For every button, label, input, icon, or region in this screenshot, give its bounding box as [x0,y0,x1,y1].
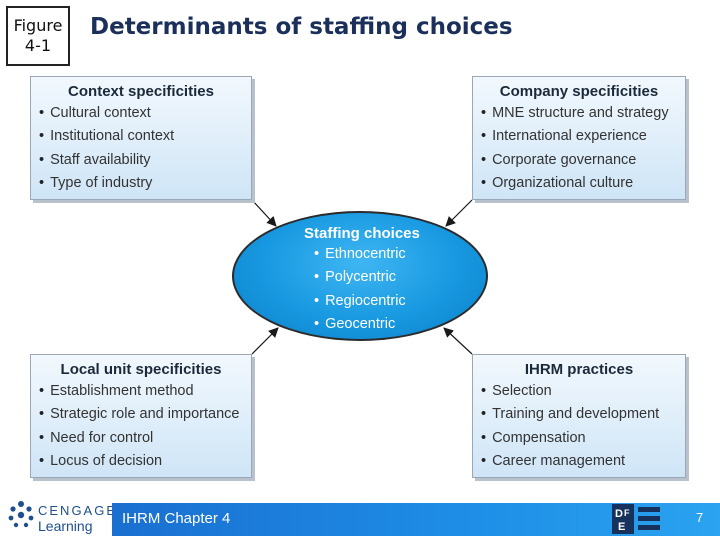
staffing-choices-ellipse: Staffing choices Ethnocentric Polycentri… [232,211,488,341]
list-item: MNE structure and strategy [481,102,677,125]
arrow-local [251,327,279,355]
list-item: Locus of decision [39,450,243,473]
bullet-list: Cultural context Institutional context S… [39,102,243,195]
logo-wordmark-top: CENGAGE [38,503,118,518]
bullet-list: Ethnocentric Polycentric Regiocentric Ge… [298,243,420,336]
list-item: Compensation [481,427,677,450]
ihrm-practices-box: IHRM practices Selection Training and de… [472,354,686,478]
list-item: International experience [481,125,677,148]
footer-chapter-label: IHRM Chapter 4 [122,510,231,527]
context-specificities-box: Context specificities Cultural context I… [30,76,252,200]
list-item: Regiocentric [314,290,420,313]
df-letter-e: E [618,521,625,533]
arrow-context [251,199,277,227]
box-heading: Company specificities [499,83,659,100]
list-item: Selection [481,380,677,403]
list-item: Polycentric [314,266,420,289]
df-letter-f: F [624,508,630,518]
cengage-learning-logo: CENGAGE Learning [8,500,115,538]
arrow-company [445,199,473,227]
ellipse-heading: Staffing choices [304,225,420,242]
list-item: Ethnocentric [314,243,420,266]
figure-label-word: Figure [13,16,63,35]
figure-label-number: 4-1 [24,36,52,55]
page-number: 7 [696,510,704,525]
bullet-list: MNE structure and strategy International… [481,102,677,195]
arrow-ihrm [443,327,473,355]
company-specificities-box: Company specificities MNE structure and … [472,76,686,200]
list-item: Strategic role and importance [39,403,243,426]
list-item: Organizational culture [481,172,677,195]
figure-label: Figure 4-1 [6,6,70,66]
list-item: Establishment method [39,380,243,403]
list-item: Training and development [481,403,677,426]
list-item: Institutional context [39,125,243,148]
list-item: Need for control [39,427,243,450]
logo-wordmark-bottom: Learning [38,518,93,534]
cengage-star-icon [8,501,34,528]
box-heading: IHRM practices [524,361,634,378]
list-item: Type of industry [39,172,243,195]
bullet-list: Establishment method Strategic role and … [39,380,243,473]
local-unit-specificities-box: Local unit specificities Establishment m… [30,354,252,478]
box-heading: Local unit specificities [60,361,222,378]
list-item: Corporate governance [481,149,677,172]
bullet-list: Selection Training and development Compe… [481,380,677,473]
df-letter-d: D [615,508,623,520]
list-item: Staff availability [39,149,243,172]
list-item: Geocentric [314,313,420,336]
list-item: Career management [481,450,677,473]
box-heading: Context specificities [68,83,214,100]
df-logo-icon: D F E [612,504,660,534]
list-item: Cultural context [39,102,243,125]
page-title: Determinants of staffing choices [90,14,513,40]
